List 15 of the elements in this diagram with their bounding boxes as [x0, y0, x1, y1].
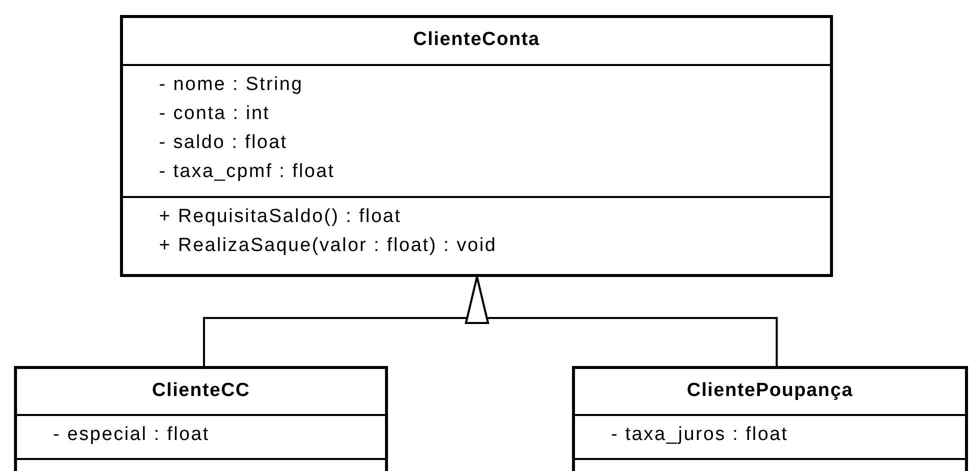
attribute: - especial : float [52, 423, 210, 447]
attribute: - conta : int [158, 102, 271, 126]
attribute: - taxa_cpmf : float [158, 160, 336, 184]
class-name: ClienteConta [412, 29, 541, 51]
attribute: - taxa_juros : float [610, 423, 790, 447]
class-box [14, 366, 388, 471]
attribute: - nome : String [158, 73, 304, 97]
inheritance-arrow [465, 276, 778, 366]
class-name: ClientePoupança [686, 380, 854, 402]
class-box [120, 15, 833, 277]
class-box [572, 366, 968, 471]
method: + RealizaSaque(valor : float) : void [158, 234, 498, 258]
attribute: - saldo : float [158, 131, 288, 155]
method: + RequisitaSaldo() : float [158, 205, 402, 229]
class-name: ClienteCC [151, 380, 251, 402]
